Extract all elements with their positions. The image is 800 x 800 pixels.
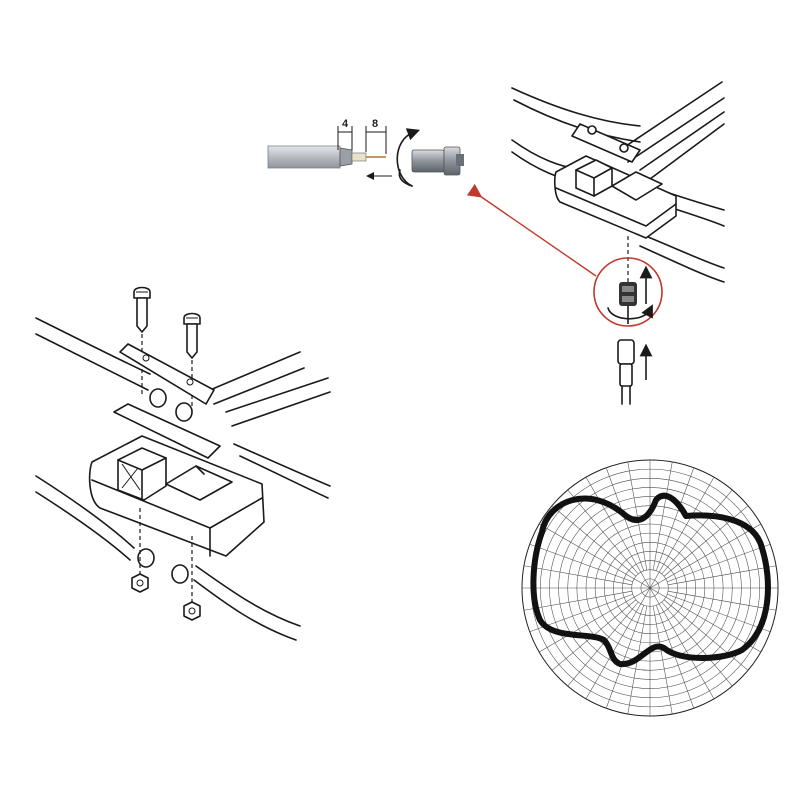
screw-icon (183, 312, 201, 359)
strip-label-8: 8 (372, 118, 378, 130)
connector-callout (593, 257, 663, 327)
grid-spoke (551, 505, 637, 577)
grid-spoke (667, 593, 771, 633)
grid-spoke (567, 601, 639, 687)
grid-spoke (529, 543, 633, 583)
grid-spoke (523, 590, 633, 611)
nut-icon (131, 573, 149, 593)
rotate-arrow-icon (396, 128, 421, 187)
grid-spoke (661, 601, 733, 687)
grid-spoke (585, 477, 651, 589)
nut-icon (183, 601, 201, 621)
grid-spoke (605, 467, 645, 571)
coax-strip-detail: 4 8 (267, 118, 464, 187)
f-connector (411, 146, 464, 176)
screw-icon (133, 286, 151, 333)
grid-spoke (655, 467, 695, 571)
coax-plug (617, 339, 653, 405)
strip-dimensions: 4 8 (337, 118, 387, 154)
coax-dielectric (351, 152, 367, 162)
grid-spoke (605, 605, 645, 709)
grid-spoke (567, 489, 639, 575)
grid-spoke (649, 523, 761, 589)
exploded-assembly (35, 286, 331, 641)
grid-spoke (539, 587, 651, 653)
grid-spoke (667, 543, 771, 583)
grid-spoke (661, 489, 733, 575)
radiation-lobe-curve (530, 492, 771, 668)
grid-spoke (652, 461, 673, 571)
grid-spoke (667, 565, 777, 586)
grid-spoke (585, 587, 651, 699)
polar-radiation-pattern (521, 459, 779, 717)
mounted-antenna-box (511, 81, 725, 283)
grid-spoke (667, 590, 777, 611)
clamp-plate (119, 343, 215, 405)
connector-socket (619, 282, 637, 306)
grid-spoke (649, 477, 715, 589)
grid-spoke (627, 461, 648, 571)
grid-spoke (652, 605, 673, 715)
grid-spoke (663, 599, 749, 671)
callout-arrow (466, 183, 597, 277)
grid-spoke (649, 587, 761, 653)
coax-braid (339, 147, 353, 167)
grid-spoke (649, 587, 715, 699)
grid-spoke (539, 523, 651, 589)
grid-spoke (523, 565, 633, 586)
strip-label-4: 4 (342, 118, 349, 130)
coax-cable (267, 145, 341, 169)
rotate-arrow-icon (607, 304, 653, 320)
antenna-box (88, 435, 265, 557)
